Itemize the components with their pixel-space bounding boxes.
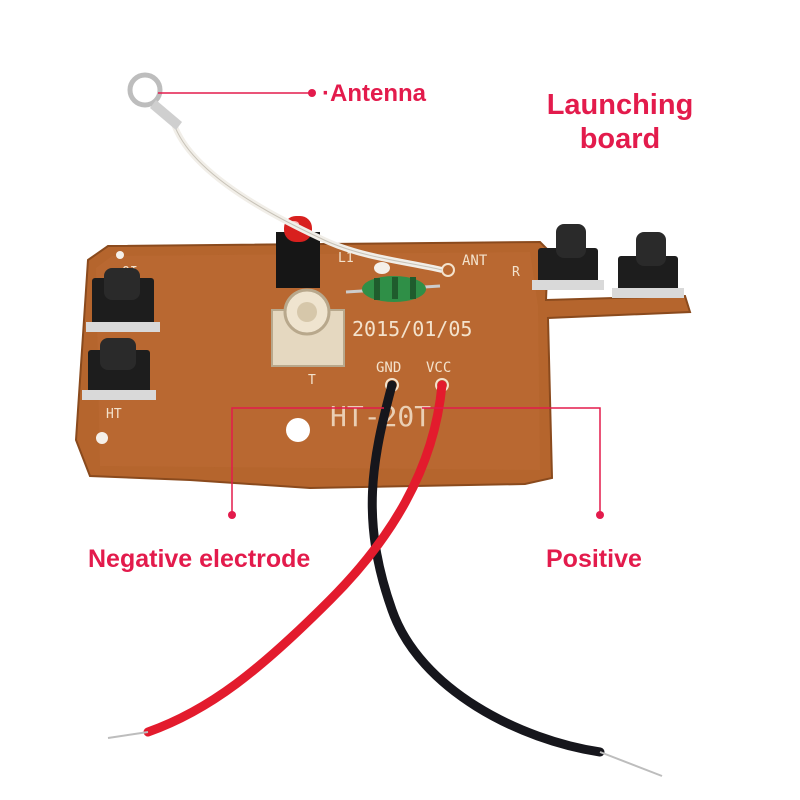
negative-leader-dot [228, 511, 236, 519]
silk-t: T [308, 373, 316, 388]
positive-label: Positive [546, 545, 642, 573]
negative-leader [231, 407, 384, 515]
push-button-right-2 [612, 232, 684, 298]
inductor-l1 [345, 276, 441, 302]
silk-vcc: VCC [426, 360, 451, 376]
positive-leader [422, 407, 601, 515]
push-button-right-1 [532, 224, 604, 290]
black-negative-wire [367, 380, 663, 777]
silk-gnd: GND [376, 360, 401, 376]
silk-ant: ANT [462, 253, 488, 269]
callout-leaders [158, 92, 601, 515]
mounting-hole [286, 418, 310, 442]
title-line-2: board [579, 123, 661, 155]
antenna-leader-dot [308, 89, 316, 97]
antenna-label: ·Antenna [322, 80, 426, 107]
negative-electrode-label: Negative electrode [88, 545, 311, 573]
silk-ht: HT [106, 407, 122, 422]
antenna-wire [127, 72, 443, 273]
antenna-ring [127, 72, 163, 108]
tunable-coil [271, 288, 345, 367]
mounting-hole-small [96, 432, 108, 444]
silk-l1: L1 [338, 251, 354, 266]
diagram-title: Launching board [520, 88, 720, 156]
silk-date: 2015/01/05 [352, 317, 472, 341]
title-line-1: Launching [546, 89, 694, 121]
pcb-board [74, 240, 692, 490]
red-positive-wire [107, 380, 447, 739]
positive-leader-dot [596, 511, 604, 519]
push-button-top-left [86, 268, 160, 332]
push-button-bottom-left [82, 338, 156, 400]
silk-r: R [512, 265, 520, 280]
